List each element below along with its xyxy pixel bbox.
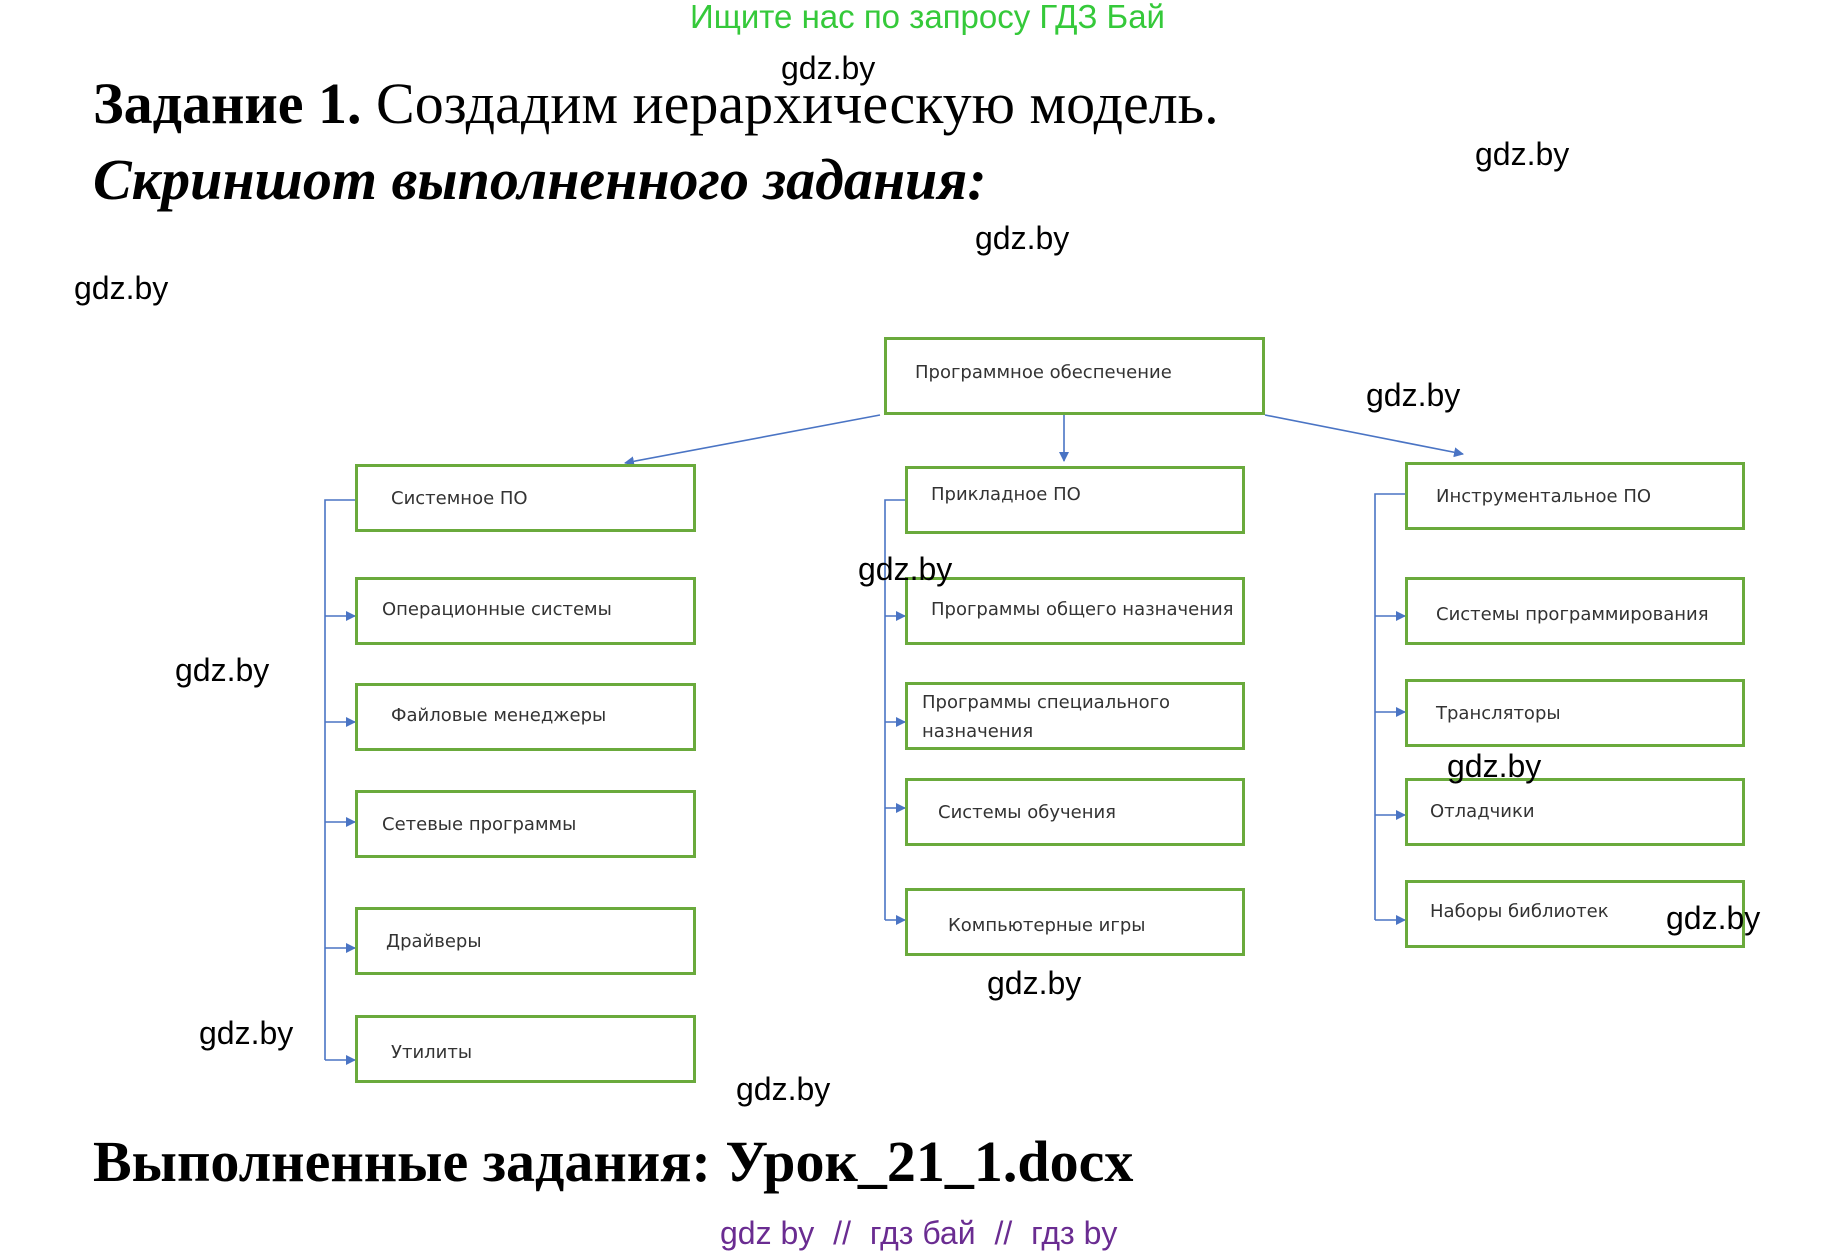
task-label: Задание 1. [93, 71, 362, 136]
completed-tasks-label: Выполненные задания: [93, 1129, 711, 1194]
node-learning-systems: Системы обучения [905, 778, 1245, 846]
completed-tasks-line: Выполненные задания: Урок_21_1.docx [93, 1128, 1133, 1195]
completed-tasks-file[interactable]: Урок_21_1.docx [725, 1129, 1134, 1194]
node-operating-systems: Операционные системы [355, 577, 696, 645]
node-drivers: Драйверы [355, 907, 696, 975]
task-title: Задание 1. Создадим иерархическую модель… [93, 70, 1219, 137]
watermark: gdz.by [975, 220, 1070, 256]
watermark: gdz.by [199, 1015, 294, 1051]
watermark: gdz.by [1666, 900, 1761, 936]
root-to-tools-arrow [1264, 414, 1464, 458]
node-translators: Трансляторы [1405, 679, 1745, 747]
watermark: gdz.by [1447, 748, 1542, 784]
node-system-software: Системное ПО [355, 464, 696, 532]
tools-spine [1374, 493, 1405, 920]
watermark: gdz.by [1366, 377, 1461, 413]
node-network-programs: Сетевые программы [355, 790, 696, 858]
watermark: gdz.by [736, 1071, 831, 1107]
link-gdz-by[interactable]: gdz by [720, 1215, 815, 1251]
system-spine [324, 499, 355, 1060]
task-text: Создадим иерархическую модель. [376, 71, 1219, 136]
link-separator: // [994, 1215, 1013, 1251]
node-general-purpose: Программы общего назначения [905, 577, 1245, 645]
node-applied-software: Прикладное ПО [905, 466, 1245, 534]
watermark: gdz.by [858, 551, 953, 587]
watermark: gdz.by [987, 965, 1082, 1001]
node-computer-games: Компьютерные игры [905, 888, 1245, 956]
node-utilities: Утилиты [355, 1015, 696, 1083]
root-node: Программное обеспечение [884, 337, 1265, 415]
watermark: gdz.by [74, 270, 169, 306]
node-special-purpose: Программы специального назначения [905, 682, 1245, 750]
node-debuggers: Отладчики [1405, 778, 1745, 846]
watermark: gdz.by [781, 50, 876, 86]
node-programming-systems: Системы программирования [1405, 577, 1745, 645]
watermark: gdz.by [1475, 136, 1570, 172]
search-banner: Ищите нас по запросу ГДЗ Бай [690, 0, 1165, 35]
link-separator: // [833, 1215, 851, 1251]
bottom-links: gdz by // гдз бай // гдз by [720, 1215, 1117, 1252]
applied-spine [884, 499, 905, 920]
task-subtitle: Скриншот выполненного задания: [93, 147, 987, 212]
link-gdz-bai[interactable]: гдз бай [869, 1215, 976, 1251]
node-libraries: Наборы библиотек [1405, 880, 1745, 948]
link-gdz-by-cyr[interactable]: гдз by [1031, 1215, 1118, 1251]
node-file-managers: Файловые менеджеры [355, 683, 696, 751]
watermark: gdz.by [175, 652, 270, 688]
node-tools-software: Инструментальное ПО [1405, 462, 1745, 530]
root-to-system-arrow [624, 414, 881, 467]
